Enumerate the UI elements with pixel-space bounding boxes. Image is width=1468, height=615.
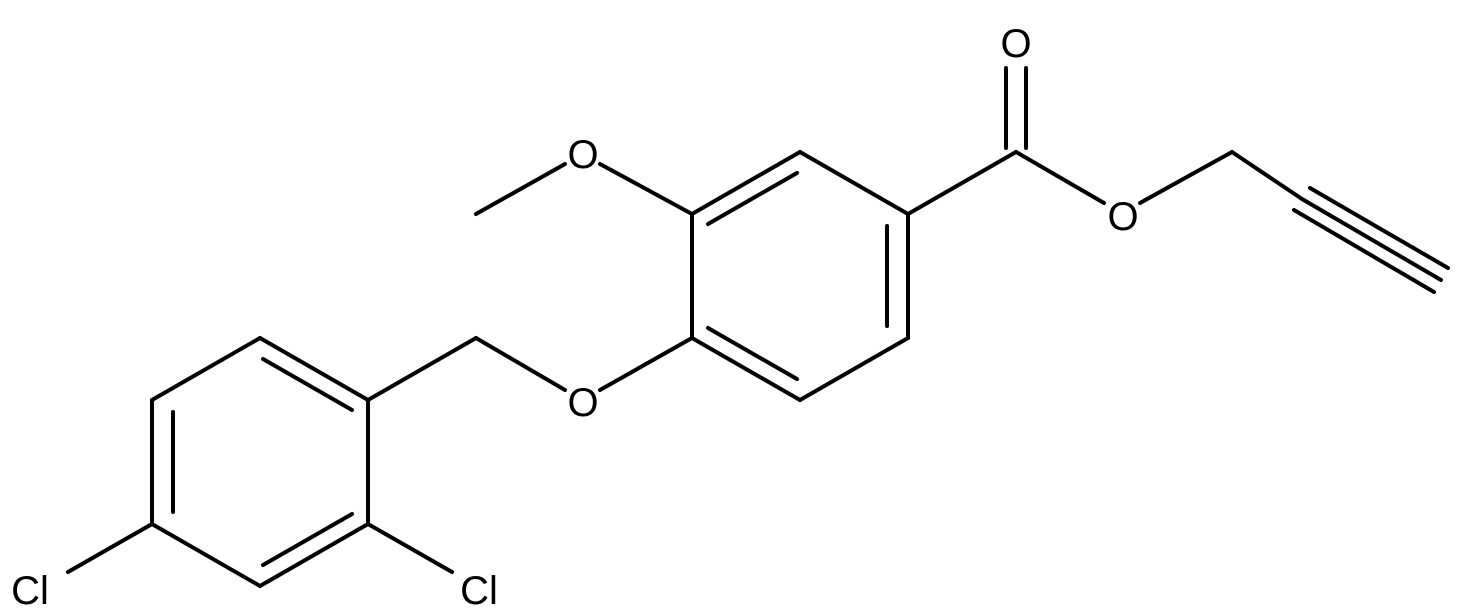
atom-chlorine-para: Cl	[11, 569, 49, 613]
bond-alkyne-2	[1300, 197, 1443, 282]
bond-ringB-2	[150, 336, 262, 402]
bond-carbonyl-to-ester-o	[1014, 150, 1106, 205]
atom-labels: O O O O Cl Cl	[11, 22, 1138, 613]
atom-ether-oxygen: O	[567, 381, 598, 425]
bond-ringA-1	[798, 150, 910, 216]
bond-ringA-6	[690, 150, 802, 216]
bond-ringB-to-cl-ortho	[366, 522, 454, 574]
bond-ringB-4	[150, 522, 262, 588]
bond-ring-to-methoxy-o	[598, 162, 694, 216]
bond-ch2-to-ringB	[366, 336, 478, 402]
bond-methoxy-o-to-ch3	[474, 162, 567, 216]
atom-ester-oxygen: O	[1107, 195, 1138, 239]
bond-ringB-inner-1	[261, 357, 354, 412]
bonds	[66, 66, 1450, 588]
bond-alkyne-1	[1308, 186, 1450, 270]
bond-ringA-inner-3	[706, 326, 799, 381]
bond-alkyne-3	[1292, 208, 1436, 294]
bond-ether-o-to-ch2	[474, 336, 567, 392]
bond-ring-to-ether-o	[598, 336, 694, 392]
bond-ringA-4	[690, 336, 802, 402]
atom-chlorine-ortho: Cl	[460, 569, 498, 613]
atom-carbonyl-oxygen: O	[1000, 22, 1031, 66]
bond-ch2-to-alkyne	[1230, 150, 1304, 201]
bond-ringA-inner-1	[706, 171, 799, 226]
bond-ester-o-to-ch2	[1138, 150, 1234, 205]
bond-ringB-1	[258, 336, 370, 402]
bond-ringB-5	[258, 522, 370, 588]
bond-ringB-inner-3	[261, 512, 354, 567]
bond-ringA-3	[798, 336, 910, 402]
bond-ringB-to-cl-para	[66, 522, 154, 574]
atom-methoxy-oxygen: O	[567, 133, 598, 177]
bond-ring-to-carbonyl	[906, 150, 1018, 216]
